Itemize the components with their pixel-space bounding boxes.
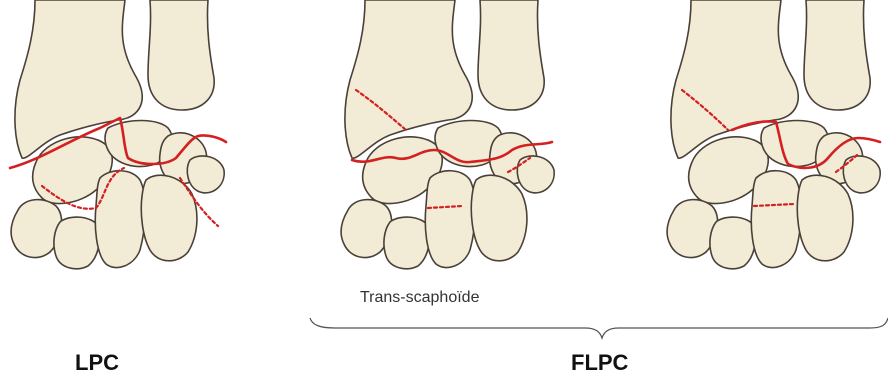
panel-flpc [667,0,880,269]
trans-scaphoide-label: Trans-scaphoïde [360,289,479,307]
panel-lpc [10,0,226,269]
brace [310,318,888,338]
lpc-label: LPC [75,350,119,376]
panel-flpc-trans-scaphoide [341,0,554,269]
flpc-label: FLPC [571,350,628,376]
